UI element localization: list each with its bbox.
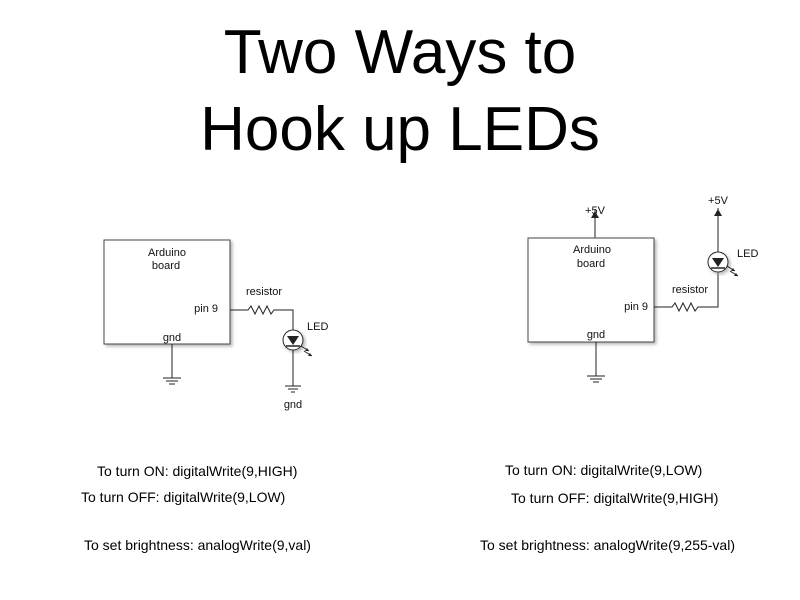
right-supply-board-label: +5V: [585, 205, 606, 217]
left-board-label-2: board: [152, 260, 180, 272]
right-arduino-board: [527, 237, 655, 343]
right-caption-on: To turn ON: digitalWrite(9,LOW): [505, 462, 703, 478]
right-caption-off: To turn OFF: digitalWrite(9,HIGH): [511, 490, 719, 506]
right-board-label-2: board: [577, 258, 605, 270]
left-caption-brightness: To set brightness: analogWrite(9,val): [84, 537, 311, 553]
right-led-label: LED: [737, 248, 758, 260]
left-caption-on: To turn ON: digitalWrite(9,HIGH): [97, 463, 298, 479]
right-resistor-label: resistor: [672, 284, 708, 296]
right-board-ground-icon: [587, 375, 605, 383]
left-resistor-wire: [230, 304, 294, 330]
left-board-ground-icon: [163, 377, 181, 385]
right-pin-label: pin 9: [624, 301, 648, 313]
title-line-2: Hook up LEDs: [200, 95, 600, 164]
left-caption-off: To turn OFF: digitalWrite(9,LOW): [81, 489, 286, 505]
right-led-supply-arrow-icon: [714, 209, 722, 216]
left-resistor-label: resistor: [246, 286, 282, 298]
right-resistor-wire: [654, 272, 719, 313]
left-led-ground-icon: [285, 385, 301, 393]
right-led-icon: [707, 251, 739, 277]
right-circuit: +5V Arduino board pin 9 gnd resistor LED…: [527, 195, 758, 383]
left-led-label: LED: [307, 321, 328, 333]
right-caption-brightness: To set brightness: analogWrite(9,255-val…: [480, 537, 735, 553]
left-board-label-1: Arduino: [148, 247, 186, 259]
right-board-supply-arrow-icon: [591, 211, 599, 218]
title-line-1: Two Ways to: [223, 18, 577, 87]
right-board-label-1: Arduino: [573, 244, 611, 256]
left-gnd-label: gnd: [163, 332, 181, 344]
left-circuit: Arduino board pin 9 gnd resistor LED gnd: [103, 239, 328, 411]
left-arduino-board: [103, 239, 231, 345]
left-pin-label: pin 9: [194, 303, 218, 315]
left-ground-label: gnd: [284, 399, 302, 411]
right-supply-led-label: +5V: [708, 195, 729, 207]
left-led-icon: [282, 329, 313, 357]
right-gnd-label: gnd: [587, 329, 605, 341]
